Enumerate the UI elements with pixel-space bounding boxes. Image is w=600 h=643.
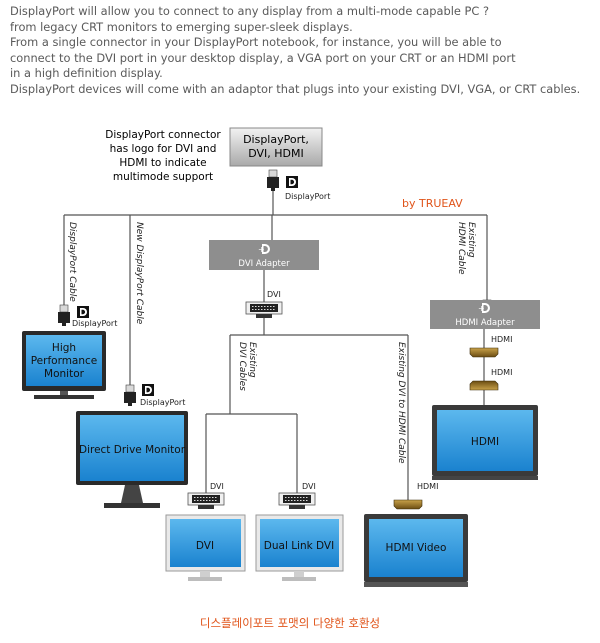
dvi-plug-icon: [278, 492, 316, 510]
high-perf-monitor-screen: [26, 335, 102, 386]
displayport-logo-icon: +: [258, 243, 272, 255]
hdmi-monitor-label: HDMI: [471, 436, 499, 448]
hdmi-video-tv-screen: [369, 519, 463, 577]
intro-text: DisplayPort will allow you to connect to…: [10, 4, 595, 98]
dual-link-monitor-label: Dual Link DVI: [264, 540, 334, 552]
direct-drive-monitor-label: Direct Drive Monitor: [79, 444, 186, 456]
hdmi-video-tv-label: HDMI Video: [386, 542, 447, 554]
intro-line: DisplayPort will allow you to connect to…: [10, 4, 489, 18]
new-dp-cable-label: New DisplayPort Cable: [134, 222, 144, 325]
displayport-plug-icon: [266, 169, 280, 192]
source-box-line: DisplayPort,: [243, 133, 309, 146]
hdmi-video-label: HDMI: [417, 482, 438, 491]
intro-line: from legacy CRT monitors to emerging sup…: [10, 19, 353, 34]
monitor-stand: [200, 571, 210, 577]
dp-cable-label: DisplayPort Cable: [67, 222, 77, 302]
source-note-line: DisplayPort connector: [105, 129, 221, 141]
source-logo-label: DisplayPort: [285, 192, 330, 201]
dp-label: DisplayPort: [140, 398, 185, 407]
monitor-base: [188, 577, 222, 581]
hdmi-label: HDMI: [491, 335, 512, 344]
monitor-stand: [121, 485, 143, 503]
source-box-line: DVI, HDMI: [248, 147, 304, 160]
intro-line: connect to the DVI port in your desktop …: [10, 50, 516, 65]
high-perf-monitor-label: Performance: [31, 355, 98, 367]
intro-line: DisplayPort devices will come with an ad…: [10, 81, 581, 96]
monitor-base: [104, 503, 160, 508]
hdmi-plug-icon: [469, 347, 499, 358]
high-perf-monitor-label: High: [52, 342, 76, 354]
existing-dvi-label: DVI Cables: [237, 342, 247, 391]
source-note-line: HDMI to indicate: [119, 157, 206, 169]
hdmi-plug-icon: [393, 499, 423, 510]
existing-hdmi-cable-label: HDMI Cable: [456, 222, 466, 275]
tv-base: [364, 582, 468, 587]
displayport-logo-icon: [286, 176, 298, 188]
displayport-plug-icon: [57, 304, 71, 327]
intro-line: in a high definition display.: [10, 66, 163, 81]
displayport-logo-icon: +: [478, 302, 492, 314]
dvi-plug-icon: [187, 492, 225, 510]
existing-dvi-hdmi-label: Existing DVI to HDMI Cable: [396, 342, 406, 464]
dual-link-monitor-screen: [260, 519, 339, 567]
dvi-top-label: DVI: [267, 290, 281, 299]
dvi-monitor-label: DVI: [196, 540, 214, 552]
displayport-logo-icon: [77, 306, 89, 318]
existing-dvi-label: Existing: [247, 342, 257, 378]
hdmi-adapter-label: HDMI Adapter: [455, 318, 515, 328]
monitor-base: [432, 476, 538, 480]
attribution: by TRUEAV: [402, 197, 463, 210]
hdmi-label: HDMI: [491, 368, 512, 377]
hdmi-monitor-screen: [437, 410, 533, 471]
korean-caption: 디스플레이포트 포맷의 다양한 호환성: [200, 616, 380, 630]
displayport-logo-icon: [142, 384, 154, 396]
dvi-left-label: DVI: [210, 482, 224, 491]
source-note-line: has logo for DVI and: [110, 143, 217, 155]
monitor-stand: [294, 571, 304, 577]
direct-drive-monitor-screen: [80, 415, 184, 481]
existing-hdmi-cable-label: Existing: [466, 222, 476, 258]
svg-text:+: +: [478, 304, 485, 313]
dvi-right-label: DVI: [302, 482, 316, 491]
dvi-plug-icon: [245, 301, 283, 319]
dvi-monitor-screen: [170, 519, 241, 567]
source-note-line: multimode support: [113, 171, 213, 183]
svg-text:+: +: [258, 245, 265, 254]
monitor-base: [34, 395, 94, 399]
monitor-stand: [60, 391, 68, 395]
intro-line: From a single connector in your DisplayP…: [10, 35, 502, 50]
hdmi-plug-icon: [469, 380, 499, 391]
dp-label: DisplayPort: [72, 319, 117, 328]
source-device-box: [229, 127, 323, 167]
displayport-plug-icon: [123, 384, 137, 407]
monitor-base: [282, 577, 316, 581]
high-perf-monitor-label: Monitor: [44, 368, 85, 380]
dvi-adapter-label: DVI Adapter: [238, 259, 290, 269]
